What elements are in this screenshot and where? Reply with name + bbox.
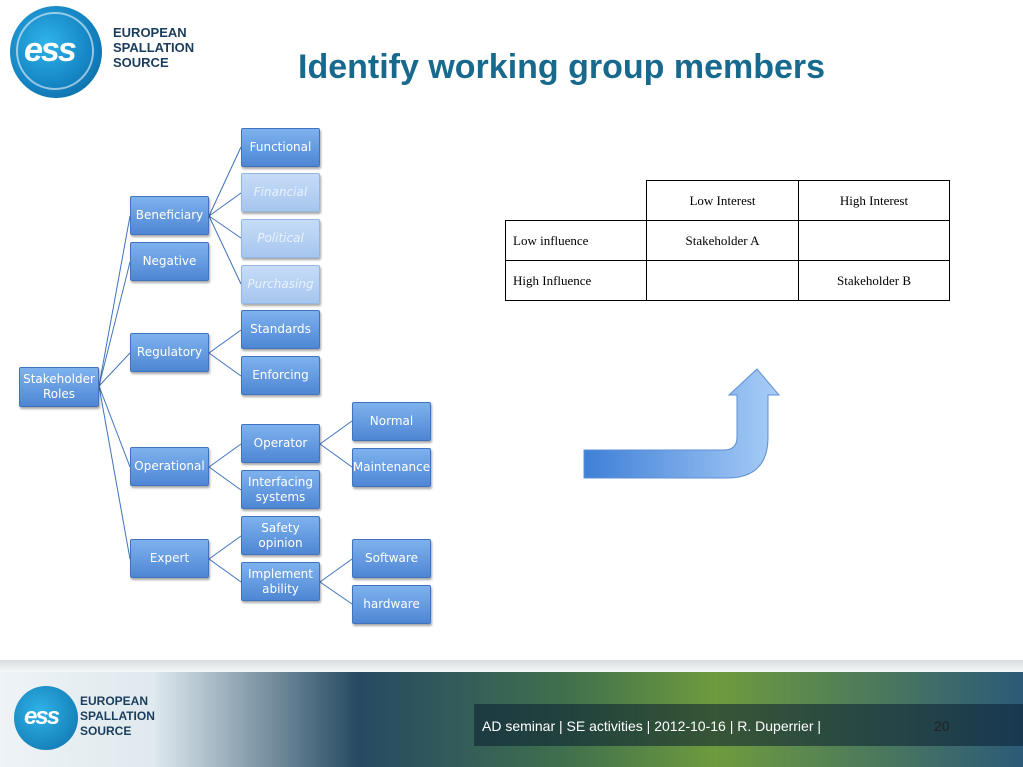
node-negative: Negative bbox=[130, 242, 209, 281]
logo-mark-text: ess bbox=[24, 31, 77, 69]
node-operational: Operational bbox=[130, 447, 209, 486]
node-maintenance: Maintenance bbox=[352, 448, 431, 487]
node-enforcing: Enforcing bbox=[241, 356, 320, 395]
logo-line-1: EUROPEAN bbox=[113, 25, 187, 40]
matrix-row: High Influence Stakeholder B bbox=[505, 260, 950, 301]
node-functional: Functional bbox=[241, 128, 320, 167]
matrix-cell bbox=[646, 260, 799, 301]
footer-caption-bar bbox=[474, 704, 1023, 746]
matrix-cell: Stakeholder B bbox=[798, 260, 950, 301]
ess-logo-mark-icon: ess bbox=[10, 6, 102, 98]
logo-wordmark: EUROPEAN SPALLATION SOURCE bbox=[113, 25, 194, 70]
node-financial: Financial bbox=[241, 173, 320, 212]
footer-caption: AD seminar | SE activities | 2012-10-16 … bbox=[482, 718, 822, 734]
node-beneficiary: Beneficiary bbox=[130, 196, 209, 235]
connector-lines bbox=[98, 146, 781, 605]
logo-line-2: SPALLATION bbox=[113, 40, 195, 55]
node-purchasing: Purchasing bbox=[241, 265, 320, 304]
matrix-header-row: Low Interest High Interest bbox=[505, 180, 950, 221]
node-implement-ability: Implement ability bbox=[241, 562, 320, 601]
footer-ess-logo-mark-icon: ess bbox=[14, 686, 78, 750]
node-interfacing-systems: Interfacing systems bbox=[241, 470, 320, 509]
node-expert: Expert bbox=[130, 539, 209, 578]
slide-title: Identify working group members bbox=[298, 48, 826, 86]
footer-ess-logo: ess EUROPEAN SPALLATION SOURCE bbox=[10, 680, 210, 760]
footer-divider bbox=[0, 660, 1023, 672]
curved-arrow-icon bbox=[583, 368, 781, 479]
logo-line-3: SOURCE bbox=[113, 55, 169, 70]
node-stakeholder-roles: Stakeholder Roles bbox=[19, 367, 99, 407]
node-standards: Standards bbox=[241, 310, 320, 349]
footer-logo-line-3: SOURCE bbox=[80, 724, 132, 738]
matrix-row-label: High Influence bbox=[505, 260, 647, 301]
node-hardware: hardware bbox=[352, 585, 431, 624]
interest-influence-matrix: Low Interest High Interest Low influence… bbox=[505, 180, 950, 301]
node-operator: Operator bbox=[241, 424, 320, 463]
matrix-row-label: Low influence bbox=[505, 220, 647, 261]
node-software: Software bbox=[352, 539, 431, 578]
page-number: 20 bbox=[934, 718, 950, 734]
matrix-column-header: Low Interest bbox=[646, 180, 799, 221]
matrix-row: Low influence Stakeholder A bbox=[505, 220, 950, 261]
node-political: Political bbox=[241, 219, 320, 258]
footer-logo-mark-text: ess bbox=[24, 703, 60, 730]
footer-logo-wordmark: EUROPEAN SPALLATION SOURCE bbox=[80, 694, 155, 739]
matrix-cell bbox=[798, 220, 950, 261]
footer-logo-line-1: EUROPEAN bbox=[80, 694, 149, 708]
footer-logo-line-2: SPALLATION bbox=[80, 709, 155, 723]
matrix-corner-cell bbox=[505, 180, 647, 221]
slide-footer: ess EUROPEAN SPALLATION SOURCE AD semina… bbox=[0, 660, 1023, 767]
node-safety-opinion: Safety opinion bbox=[241, 516, 320, 555]
stakeholder-diagram: Stakeholder Roles Beneficiary Negative R… bbox=[19, 128, 781, 624]
ess-logo: ess EUROPEAN SPALLATION SOURCE bbox=[10, 6, 194, 98]
node-regulatory: Regulatory bbox=[130, 333, 209, 372]
matrix-column-header: High Interest bbox=[798, 180, 950, 221]
matrix-cell: Stakeholder A bbox=[646, 220, 799, 261]
node-normal: Normal bbox=[352, 402, 431, 441]
